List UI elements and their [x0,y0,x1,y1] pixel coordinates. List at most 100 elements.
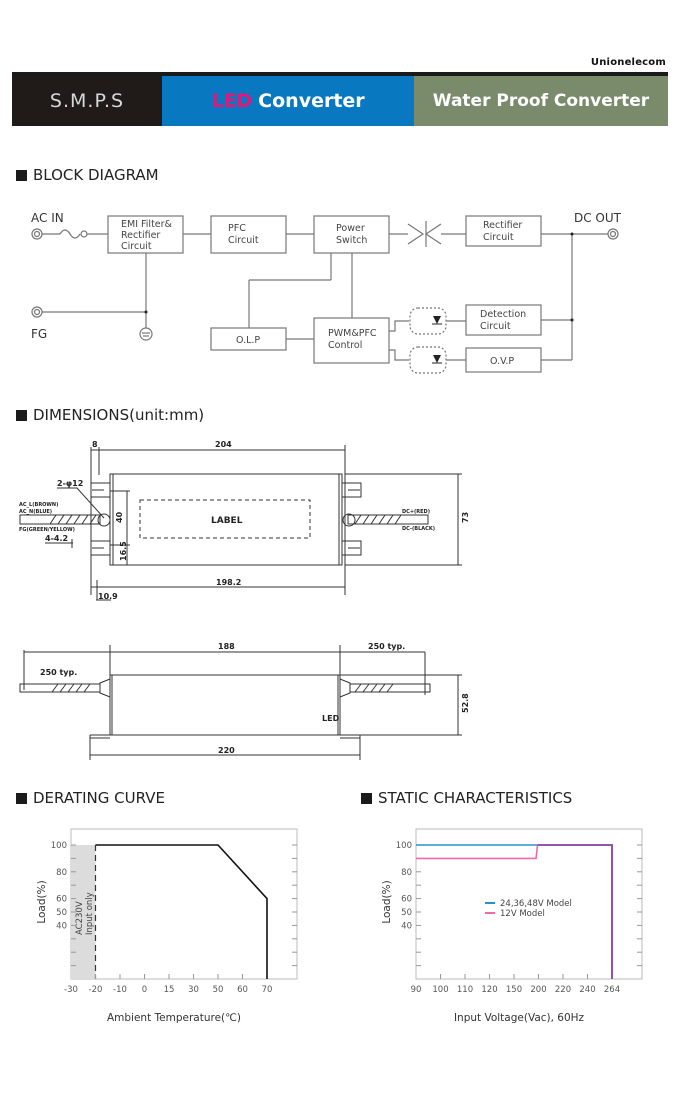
x-tick-label: 220 [555,985,571,995]
block-rectifier-label: Rectifier [483,220,522,231]
x-axis-label: Ambient Temperature(℃) [107,1012,241,1024]
ground-icon [139,327,153,341]
dim-16-5-label: 16.5 [119,541,128,561]
dimension-drawing: 8 204 2-φ12 4-4.2 40 16.5 198.2 10.9 73 … [19,440,470,760]
wire-label: DC+(RED) [402,509,430,515]
block-ovp-label: O.V.P [490,356,514,367]
y-tick-label: 80 [401,868,412,878]
y-tick-label: 50 [56,908,67,918]
x-tick-label: 200 [530,985,546,995]
label-text: LABEL [211,516,243,526]
led-label: LED [322,714,340,723]
y-axis-label: Load(%) [381,880,393,923]
overlap-line [537,844,613,979]
x-tick-label: 0 [142,985,147,995]
x-tick-label: 90 [411,985,422,995]
shaded-label: AC230V [75,901,85,935]
dim-slot-label: 4-4.2 [45,534,68,543]
section-bullet-icon [16,792,27,804]
banner-led-label: Converter [258,90,365,112]
fuse-icon [59,229,81,239]
ac-in-label: AC IN [31,211,64,225]
dim-220-label: 220 [218,746,235,755]
x-tick-label: 15 [164,985,175,995]
y-tick-label: 40 [56,921,67,931]
shaded-label: Input only [85,892,95,935]
x-tick-label: -30 [64,985,78,995]
banner-smps-label: S.M.P.S [49,90,125,112]
section-derating: DERATING CURVE [16,789,165,807]
section-dimensions: DIMENSIONS(unit:mm) [16,406,204,424]
y-tick-label: 60 [401,895,412,905]
block-rectifier-label: Circuit [483,232,514,243]
chart-frame [415,828,643,980]
x-tick-label: 120 [481,985,497,995]
wire-label: AC_L(BROWN) [19,502,58,508]
dim-188-label: 188 [218,642,235,651]
x-tick-label: 70 [262,985,273,995]
x-tick-label: 264 [604,985,620,995]
y-tick-label: 50 [401,908,412,918]
dim-hole-label: 2-φ12 [57,479,83,488]
dim-204-label: 204 [215,440,232,449]
label-area [139,499,311,539]
input-cable [19,514,101,525]
section-bullet-icon [361,792,372,804]
block-detection-label: Circuit [480,321,511,332]
banner-waterproof: Water Proof Converter [414,76,668,126]
legend-label: 12V Model [500,909,545,919]
banner-led-highlight: LED [211,90,253,112]
dim-250-left-label: 250 typ. [40,668,77,677]
dim-250-right-label: 250 typ. [368,642,405,651]
legend-label: 24,36,48V Model [500,899,572,909]
y-axis-label: Load(%) [36,880,48,923]
dc-out-label: DC OUT [574,211,622,225]
x-tick-label: 50 [213,985,224,995]
brand-name: Unionelecom [590,57,666,68]
section-title: DIMENSIONS(unit:mm) [33,406,205,424]
block-diagram: AC IN FG DC OUT EMI Filter& Rectifier Ci… [31,211,622,374]
y-tick-label: 60 [56,895,67,905]
dim-8-label: 8 [92,440,98,449]
block-pwm [313,317,390,364]
block-power-switch-label: Switch [336,235,367,246]
x-tick-label: 150 [506,985,522,995]
banner-smps: S.M.P.S [12,76,162,126]
x-tick-label: 60 [237,985,248,995]
block-power-switch-label: Power [336,223,365,234]
side-view-body [109,674,341,736]
x-tick-label: -10 [113,985,127,995]
x-axis-label: Input Voltage(Vac), 60Hz [454,1012,585,1024]
x-tick-label: -20 [89,985,103,995]
dim-73-label: 73 [461,512,470,523]
x-tick-label: 30 [188,985,199,995]
section-title: BLOCK DIAGRAM [33,166,159,184]
section-bullet-icon [16,409,27,421]
dim-52-8-label: 52.8 [461,693,470,713]
y-tick-label: 40 [401,921,412,931]
x-tick-label: 240 [579,985,595,995]
block-pfc-label: Circuit [228,235,259,246]
section-block-diagram: BLOCK DIAGRAM [16,166,159,184]
section-static: STATIC CHARACTERISTICS [361,789,572,807]
wire-label: FG(GREEN/YELLOW) [19,527,75,533]
block-olp-label: O.L.P [236,335,260,346]
output-cable [347,514,429,525]
chart-title: DERATING CURVE [33,789,165,807]
chart-frame [70,828,298,980]
block-emi-label: Circuit [121,241,152,252]
y-tick-label: 80 [56,868,67,878]
fg-label: FG [31,327,47,341]
block-detection-label: Detection [480,309,526,320]
wire-label: DC-(BLACK) [402,526,435,532]
wire-label: AC_N(BLUE) [19,509,52,515]
x-tick-label: 100 [432,985,448,995]
block-rectifier [465,215,542,247]
banner-waterproof-label: Water Proof Converter [432,91,650,111]
block-emi-label: Rectifier [121,230,160,241]
dc-out-terminal-icon [607,228,619,240]
